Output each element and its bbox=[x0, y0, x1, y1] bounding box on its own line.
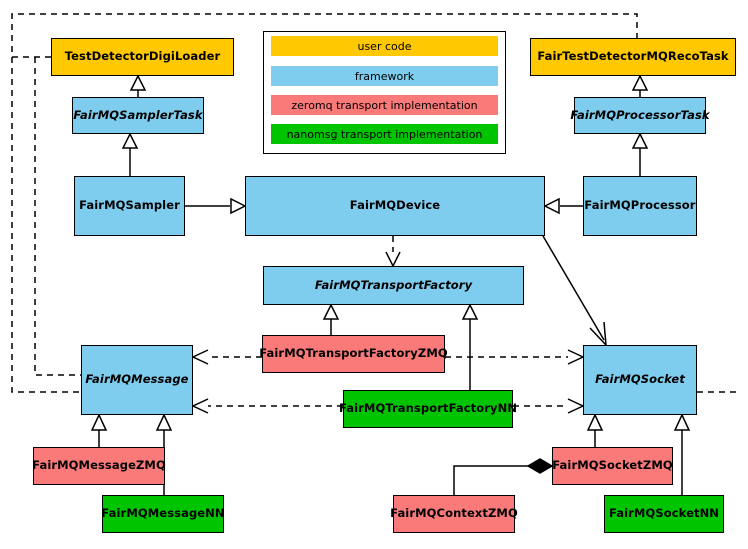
arrowhead-open-message-zmq bbox=[191, 349, 209, 365]
class-box-fairmqdevice[interactable]: FairMQDevice bbox=[245, 176, 545, 236]
diamond-filled-composition bbox=[526, 458, 554, 474]
legend-swatch-nanomsg: nanomsg transport implementation bbox=[271, 124, 498, 144]
arrowhead-hollow-device-left bbox=[230, 197, 247, 215]
arrowhead-hollow-message-right bbox=[155, 413, 173, 431]
class-label: FairMQSampler bbox=[79, 198, 180, 213]
arrowhead-hollow-device-right bbox=[543, 197, 560, 215]
arrowhead-open-socket-nn bbox=[567, 398, 585, 414]
class-label: FairMQTransportFactoryNN bbox=[338, 401, 518, 416]
class-label: FairMQTransportFactory bbox=[314, 277, 473, 292]
arrowhead-open-transportfactory bbox=[385, 251, 401, 268]
class-box-fairmqtransportfactory[interactable]: FairMQTransportFactory bbox=[263, 266, 524, 305]
arrowhead-hollow-processortask bbox=[631, 132, 649, 149]
legend-swatch-framework: framework bbox=[271, 66, 498, 86]
class-box-fairmqtransportfactorynn[interactable]: FairMQTransportFactoryNN bbox=[339, 390, 517, 428]
legend-label-user-code: user code bbox=[357, 39, 412, 53]
class-box-fairmqcontextzmq[interactable]: FairMQContextZMQ bbox=[390, 495, 518, 533]
arrowhead-open-socket-zmq bbox=[567, 349, 585, 365]
legend-swatch-zeromq: zeromq transport implementation bbox=[271, 95, 498, 115]
legend-label-framework: framework bbox=[354, 69, 415, 83]
class-box-fairmqsocketnn[interactable]: FairMQSocketNN bbox=[604, 495, 724, 533]
assoc-device-socket bbox=[542, 235, 605, 341]
legend-label-nanomsg: nanomsg transport implementation bbox=[286, 127, 483, 141]
class-label: FairMQSocketNN bbox=[608, 506, 720, 521]
class-box-fairmqsampler[interactable]: FairMQSampler bbox=[74, 176, 185, 236]
class-label: FairTestDetectorMQRecoTask bbox=[537, 49, 729, 64]
legend-label-zeromq: zeromq transport implementation bbox=[291, 98, 478, 112]
class-box-fairmqsocket[interactable]: FairMQSocket bbox=[583, 345, 697, 415]
arrowhead-hollow-tf-right bbox=[461, 303, 479, 320]
class-box-fairmqtransportfactoryzmq[interactable]: FairMQTransportFactoryZMQ bbox=[259, 335, 448, 373]
class-label: FairMQMessageNN bbox=[101, 506, 225, 521]
class-box-fairmqmessage[interactable]: FairMQMessage bbox=[81, 345, 193, 415]
class-label: FairMQMessage bbox=[85, 372, 189, 387]
class-box-fairmqmessagezmq[interactable]: FairMQMessageZMQ bbox=[32, 447, 166, 485]
class-label: FairMQDevice bbox=[349, 198, 441, 213]
arrowhead-open-message-nn bbox=[191, 398, 209, 414]
class-label: FairMQMessageZMQ bbox=[32, 458, 166, 473]
class-box-fairmqsocketzmq[interactable]: FairMQSocketZMQ bbox=[552, 447, 673, 485]
arrowhead-hollow-message-left bbox=[90, 413, 108, 431]
arrowhead-hollow-socket-left bbox=[586, 413, 604, 431]
dependency-digiloader-to-message bbox=[11, 13, 638, 58]
arrowhead-hollow-socket-right bbox=[673, 413, 691, 431]
class-label: FairMQProcessorTask bbox=[570, 107, 710, 122]
class-box-fairmqprocessortask[interactable]: FairMQProcessorTask bbox=[570, 97, 710, 134]
arrowhead-open-socket-diag bbox=[589, 321, 607, 348]
class-box-fairmqsamplertask[interactable]: FairMQSamplerTask bbox=[72, 97, 204, 134]
arrowhead-hollow-digiloader bbox=[129, 74, 147, 91]
arrowhead-hollow-recotask bbox=[631, 74, 649, 91]
class-box-testdetectordigiloader[interactable]: TestDetectorDigiLoader bbox=[51, 38, 234, 76]
class-label: FairMQSocketZMQ bbox=[552, 458, 673, 473]
composition-socketzmq-contextzmq bbox=[453, 465, 533, 495]
class-label: FairMQSocket bbox=[595, 372, 685, 387]
class-label: FairMQContextZMQ bbox=[390, 506, 518, 521]
arrowhead-hollow-tf-left bbox=[322, 303, 340, 320]
class-box-fairmqmessagenn[interactable]: FairMQMessageNN bbox=[101, 495, 225, 533]
class-box-fairmqprocessor[interactable]: FairMQProcessor bbox=[583, 176, 697, 236]
class-label: TestDetectorDigiLoader bbox=[64, 49, 221, 64]
class-label: FairMQSamplerTask bbox=[73, 107, 203, 122]
legend-swatch-user-code: user code bbox=[271, 36, 498, 56]
class-label: FairMQTransportFactoryZMQ bbox=[259, 346, 448, 361]
class-box-fairtestdetectormqrecotask[interactable]: FairTestDetectorMQRecoTask bbox=[530, 38, 736, 76]
arrowhead-hollow-samplertask bbox=[121, 132, 139, 149]
class-label: FairMQProcessor bbox=[584, 198, 696, 213]
